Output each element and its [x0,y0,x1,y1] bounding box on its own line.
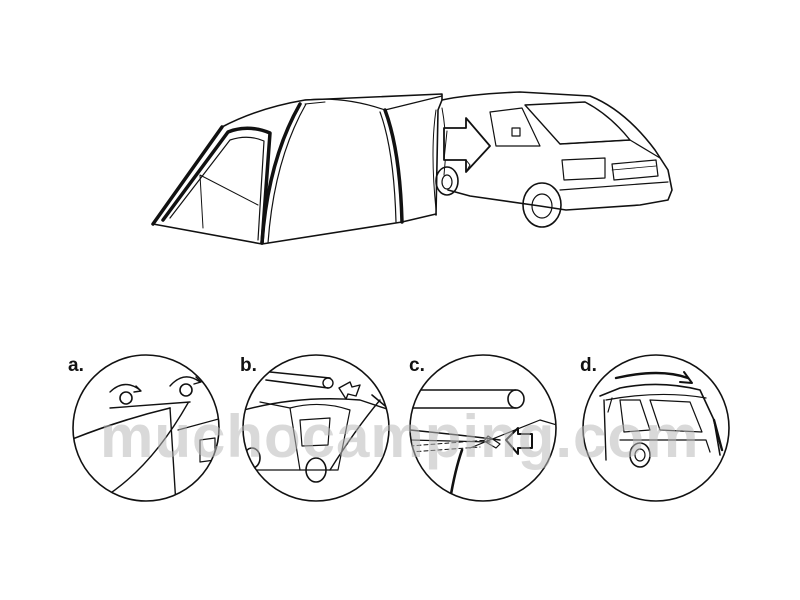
step-d-panel [582,354,730,502]
step-b-panel [242,354,390,502]
step-label-d: d. [580,355,597,376]
van [435,91,673,228]
tent-awning [151,93,447,245]
main-illustration [151,91,673,245]
step-label-a: a. [68,355,84,376]
attach-arrow-icon [443,117,491,173]
step-label-b: b. [240,355,257,376]
step-a-panel [72,354,220,502]
step-c-panel [409,354,557,502]
step-label-c: c. [409,355,425,376]
